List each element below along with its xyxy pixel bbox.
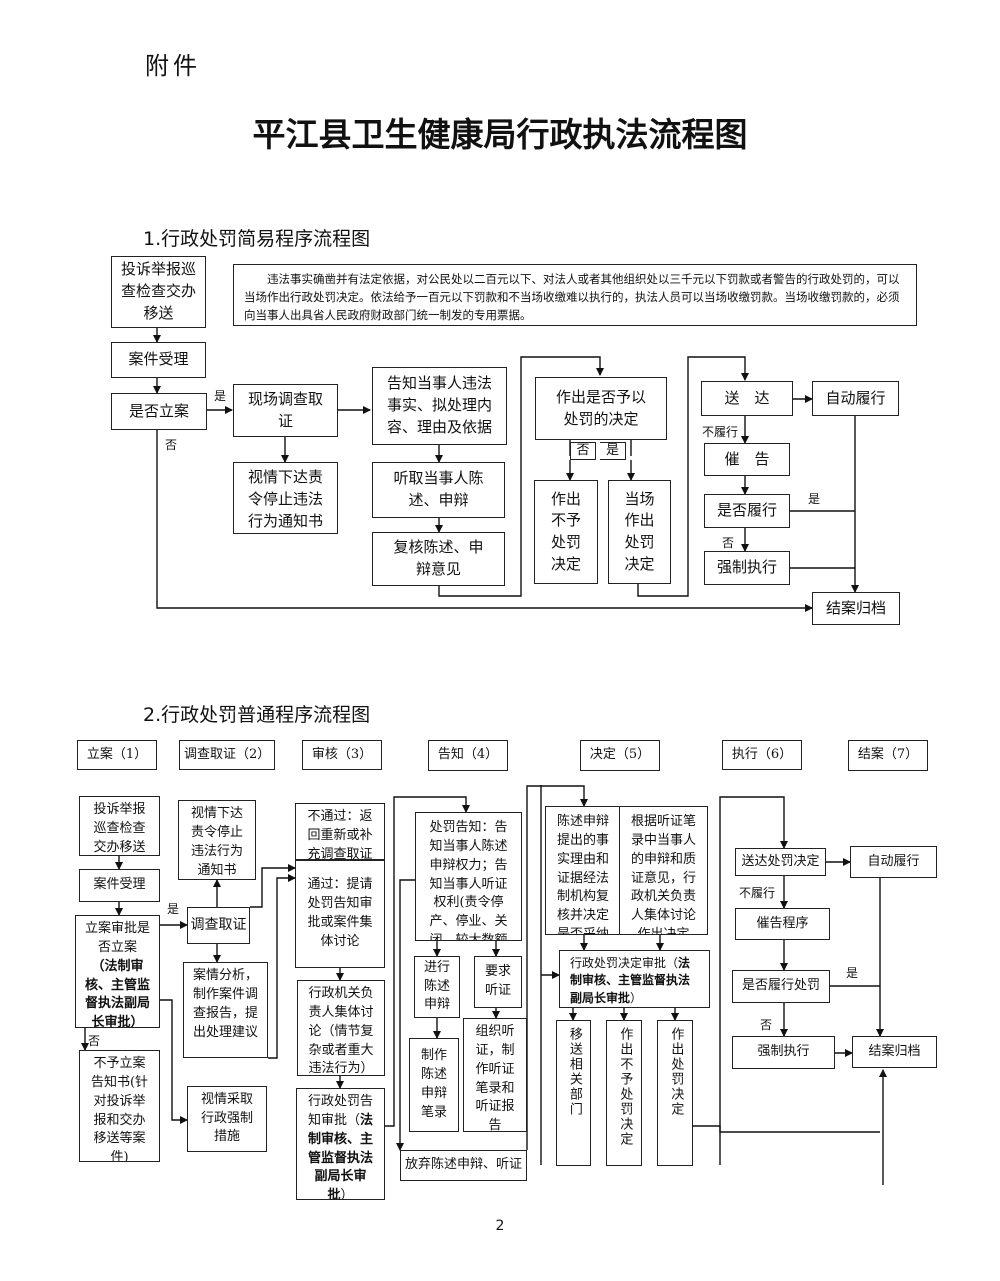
general-no-penalty-box: 作出不予处罚决定 xyxy=(606,1020,642,1166)
general-transfer-box: 移送相关部门 xyxy=(556,1020,591,1166)
simple-comply-box: 是否履行 xyxy=(704,494,790,528)
general-investigate-box: 调查取证 xyxy=(187,907,250,944)
simple-yes3-label: 是 xyxy=(808,492,821,506)
general-decision-approve-box: 行政处罚决定审批（法制审核、主管监督执法副局长审批） xyxy=(559,950,710,1008)
general-decision-approve-text: 行政处罚决定审批（ xyxy=(570,956,679,970)
general-notice-approve-end: ） xyxy=(340,1188,354,1200)
general-no2-label: 否 xyxy=(760,1018,773,1032)
general-notice-approve-text: 行政处罚告知审批（ xyxy=(307,1094,373,1128)
general-collective-box: 行政机关负责人集体讨论（情节复杂或者重大违法行为） xyxy=(297,980,385,1076)
general-no-penalty-text: 作出不予处罚决定 xyxy=(617,1027,633,1147)
general-waive-box: 放弃陈述申辩、听证 xyxy=(400,1150,527,1181)
general-defend-record-box: 制作陈述申辩笔录 xyxy=(409,1038,459,1132)
general-yes-label: 是 xyxy=(167,902,180,916)
stage-decide: 决定（5） xyxy=(580,740,660,771)
simple-inform-box: 告知当事人违法事实、拟处理内容、理由及依据 xyxy=(372,367,507,445)
general-notice-approve-bold: 法制审核、主管监督执法副局长审批 xyxy=(307,1112,374,1200)
simple-yes-label: 是 xyxy=(214,389,227,403)
general-no-label: 否 xyxy=(88,1034,101,1048)
general-not-comply-label: 不履行 xyxy=(739,886,776,900)
general-urge-box: 催告程序 xyxy=(735,908,830,940)
stage-close: 结案（7） xyxy=(848,740,928,771)
general-comply-box: 是否履行处罚 xyxy=(732,970,830,1003)
general-complaint-box: 投诉举报巡查检查交办移送 xyxy=(79,796,160,856)
stage-file: 立案（1） xyxy=(77,740,157,770)
simple-complaint-box: 投诉举报巡查检查交办移送 xyxy=(111,256,206,328)
simple-no-penalty-box: 作出不予处罚决定 xyxy=(534,480,598,584)
general-analysis-box: 案情分析，制作案件调查报告，提出处理建议 xyxy=(183,962,268,1058)
general-approve-box: 立案审批是否立案 （法制审核、主管监督执法副局长审批） xyxy=(75,915,160,1028)
general-request-hearing-box: 要求听证 xyxy=(474,956,522,1008)
general-pass-box: 通过：提请处罚告知审批或案件集体讨论 xyxy=(295,860,385,968)
simple-accept-box: 案件受理 xyxy=(111,342,206,378)
page-number: 2 xyxy=(495,1218,505,1234)
general-hearing-opinion-box: 根据听证笔录中当事人的申辩和质证意见，行政机关负责人集体讨论作出决定 xyxy=(619,806,708,935)
general-fact-review-box: 陈述申辩提出的事实理由和证据经法制机构复核并决定是否采纳 xyxy=(545,806,621,935)
simple-heading: 1.行政处罚简易程序流程图 xyxy=(143,228,371,250)
simple-not-comply-label: 不履行 xyxy=(702,425,739,439)
general-deliver-box: 送达处罚决定 xyxy=(735,848,826,876)
simple-urge-box: 催 告 xyxy=(704,443,790,476)
simple-file-decision-box: 是否立案 xyxy=(111,393,207,430)
simple-investigate-box: 现场调查取证 xyxy=(233,384,338,437)
general-order-box: 视情下达责令停止违法行为通知书 xyxy=(178,800,256,880)
simple-no2-label: 否 xyxy=(570,442,596,460)
general-coercive-box: 视情采取行政强制措施 xyxy=(187,1086,267,1152)
general-transfer-text: 移送相关部门 xyxy=(566,1027,582,1117)
general-fail-box: 不通过：返回重新或补充调查取证 xyxy=(295,803,385,860)
general-approve-text: 立案审批是否立案 xyxy=(84,921,150,955)
general-accept-box: 案件受理 xyxy=(79,869,160,902)
simple-decide-box: 作出是否予以处罚的决定 xyxy=(535,377,667,440)
general-notice-box: 处罚告知：告知当事人陈述申辩权力；告知当事人听证权利(责令停产、停业、关闭，较大… xyxy=(415,812,522,941)
general-notice-approve-box: 行政处罚告知审批（法制审核、主管监督执法副局长审批） xyxy=(296,1088,385,1200)
general-defend-box: 进行陈述申辩 xyxy=(414,956,460,1018)
general-decision-approve-bold: 法制审核、主管监督执法副局长审批 xyxy=(570,956,691,1005)
simple-enforce-box: 强制执行 xyxy=(704,551,790,585)
page-title: 平江县卫生健康局行政执法流程图 xyxy=(252,115,748,154)
simple-archive-box: 结案归档 xyxy=(812,592,900,625)
simple-review-box: 复核陈述、申辩意见 xyxy=(372,532,505,586)
general-archive-box: 结案归档 xyxy=(852,1036,937,1068)
simple-order-box: 视情下达责令停止违法行为通知书 xyxy=(233,462,338,534)
general-auto-box: 自动履行 xyxy=(850,846,937,878)
stage-execute: 执行（6） xyxy=(722,740,802,770)
general-approve-bold: （法制审核、主管监督执法副局长审批） xyxy=(84,958,150,1028)
general-enforce-box: 强制执行 xyxy=(732,1036,835,1069)
general-hearing-box: 组织听证，制作听证笔录和听证报告 xyxy=(463,1018,527,1132)
simple-no-label: 否 xyxy=(165,438,178,452)
general-penalty-box: 作出处罚决定 xyxy=(657,1020,693,1166)
stage-review: 审核（3） xyxy=(302,740,382,770)
simple-auto-box: 自动履行 xyxy=(812,381,899,416)
simple-onsite-penalty-box: 当场作出处罚决定 xyxy=(608,480,671,584)
simple-deliver-box: 送 达 xyxy=(701,381,793,416)
attachment-label: 附件 xyxy=(145,52,201,80)
simple-yes2-label: 是 xyxy=(600,442,626,460)
general-yes2-label: 是 xyxy=(846,966,859,980)
general-not-file-box: 不予立案告知书(针对投诉举报和交办移送等案件) xyxy=(79,1050,160,1162)
general-penalty-text: 作出处罚决定 xyxy=(668,1027,684,1117)
general-heading: 2.行政处罚普通程序流程图 xyxy=(143,704,371,726)
simple-no3-label: 否 xyxy=(722,536,735,550)
simple-hear-box: 听取当事人陈述、申辩 xyxy=(372,462,505,518)
simple-note-box: 违法事实确凿并有法定依据，对公民处以二百元以下、对法人或者其他组织处以三千元以下… xyxy=(233,264,917,326)
general-decision-approve-end: ） xyxy=(630,990,643,1005)
stage-investigate: 调查取证（2） xyxy=(179,740,275,770)
stage-notify: 告知（4） xyxy=(428,740,508,771)
